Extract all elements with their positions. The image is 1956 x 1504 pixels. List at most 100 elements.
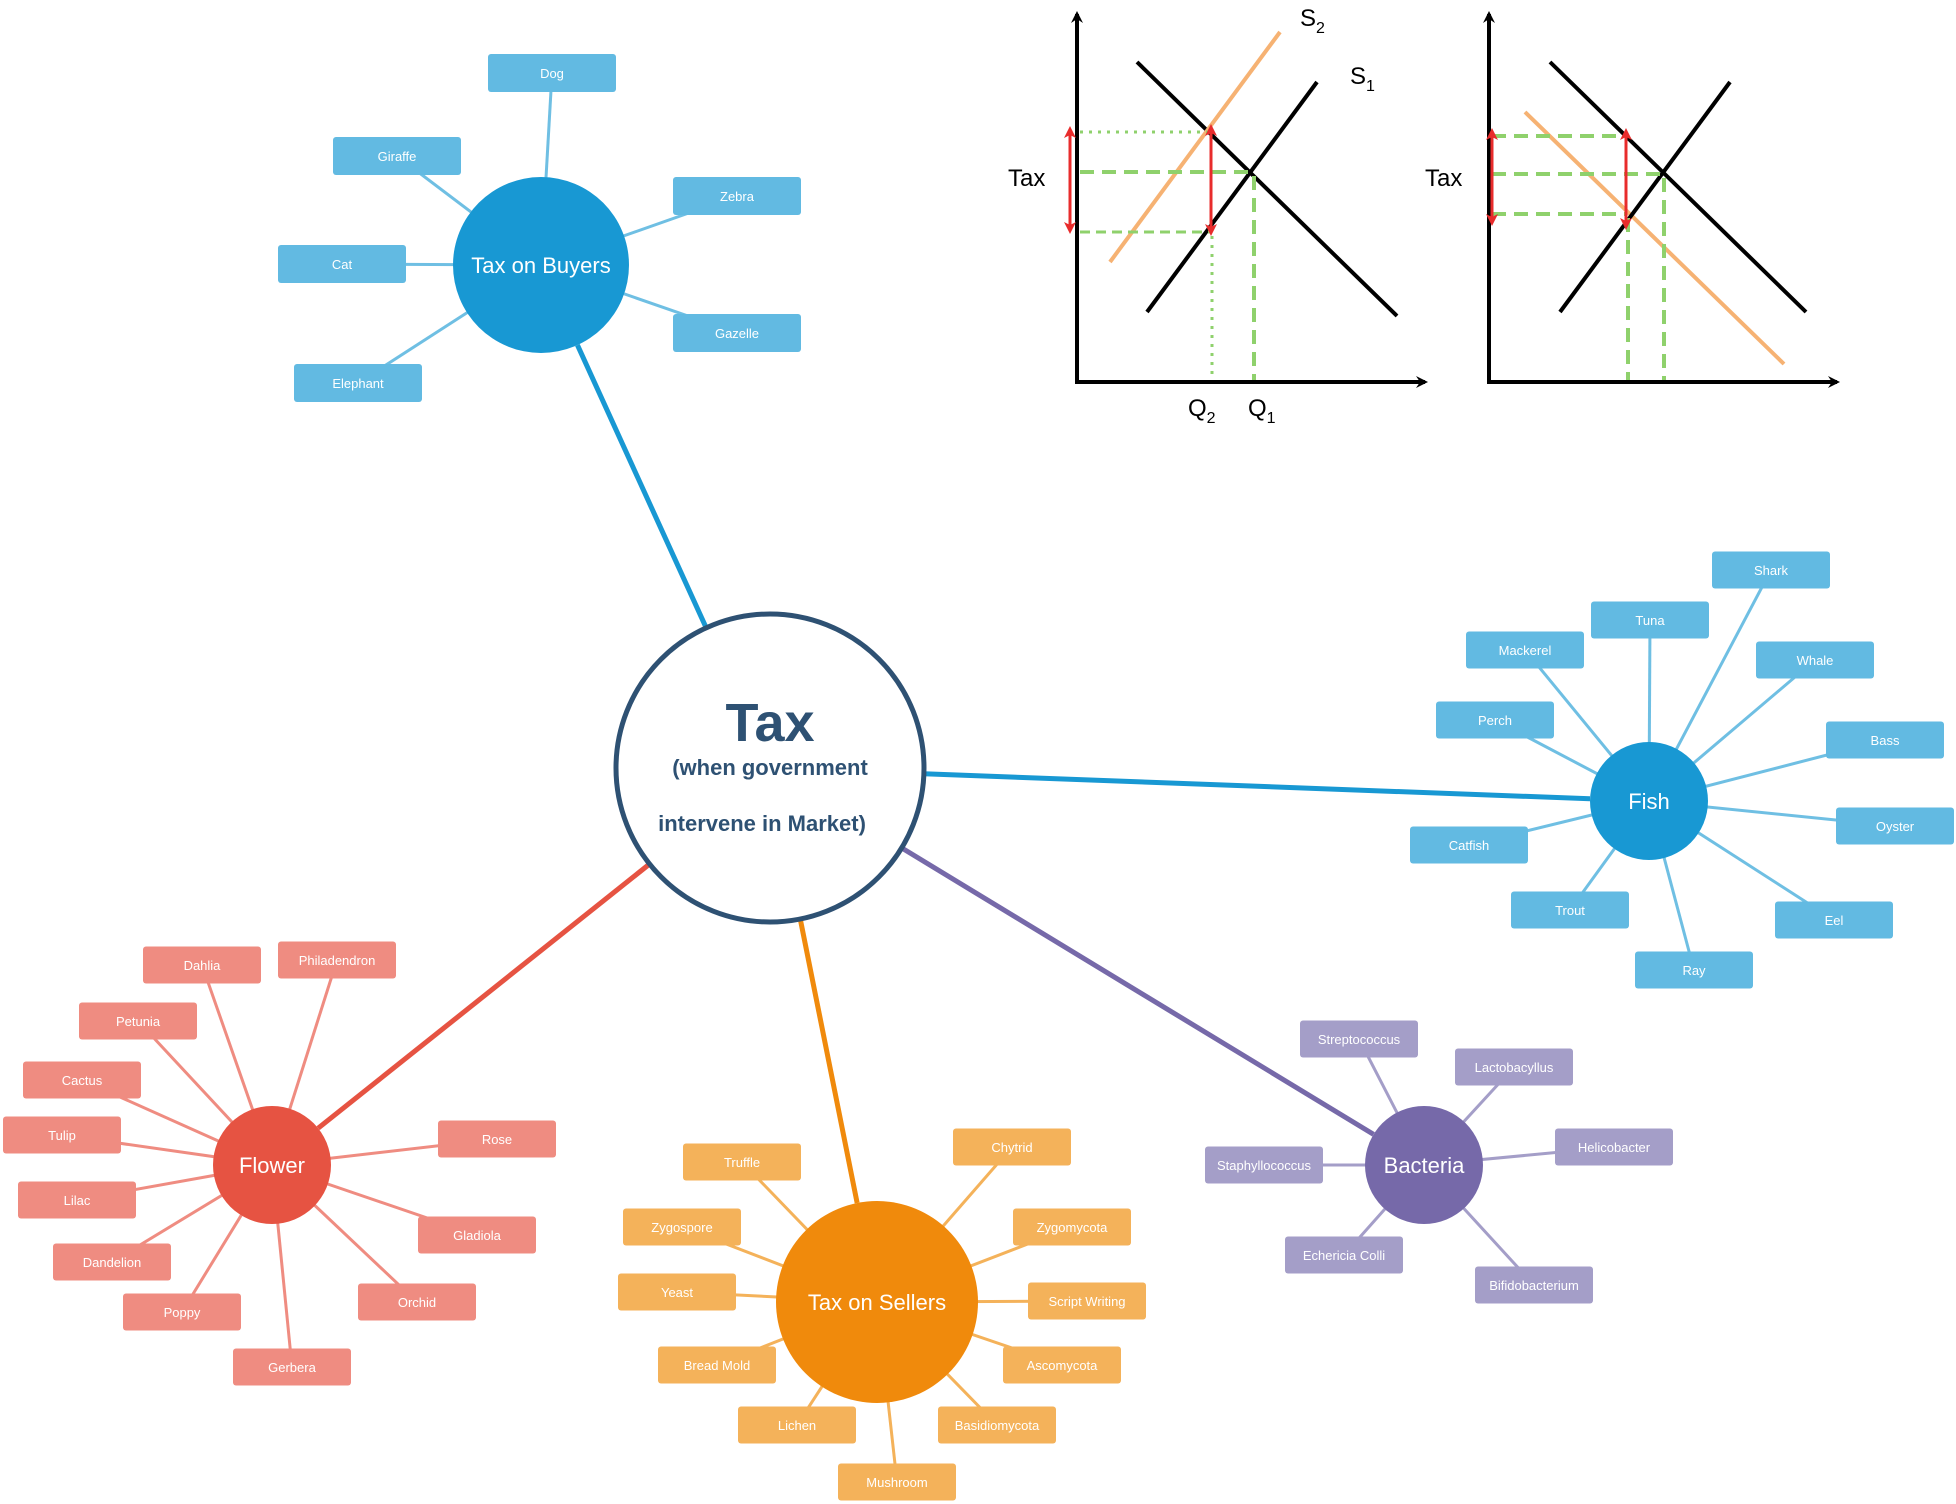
leaf-label: Dandelion [83, 1255, 142, 1270]
buyers-leaf-node[interactable]: Gazelle [673, 314, 801, 352]
leaf-label: Gazelle [715, 326, 759, 341]
hub-node-fish[interactable]: Fish [1590, 742, 1708, 860]
hub-label: Flower [239, 1153, 305, 1178]
leaf-box [1775, 901, 1893, 939]
fish-leaf-node[interactable]: Mackerel [1466, 631, 1584, 669]
sellers-leaf-node[interactable]: Chytrid [953, 1128, 1071, 1166]
buyers-leaf-node[interactable]: Zebra [673, 177, 801, 215]
flower-leaf-node[interactable]: Lilac [18, 1181, 136, 1219]
hub-circle [453, 177, 629, 353]
demand-curve-shifted [1523, 110, 1786, 366]
leaf-box [953, 1128, 1071, 1166]
flower-leaf-node[interactable]: Poppy [123, 1293, 241, 1331]
leaf-label: Lilac [64, 1193, 91, 1208]
center-title: Tax [725, 693, 814, 753]
sellers-leaf-node[interactable]: Lichen [738, 1406, 856, 1444]
buyers-leaf-node[interactable]: Elephant [294, 364, 422, 402]
leaf-label: Chytrid [991, 1140, 1032, 1155]
flower-leaf-node[interactable]: Rose [438, 1120, 556, 1158]
leaf-label: Perch [1478, 713, 1512, 728]
leaf-label: Tuna [1635, 613, 1665, 628]
tax-label: Tax [1008, 165, 1045, 192]
flower-leaf-node[interactable]: Dandelion [53, 1243, 171, 1281]
demand-curve [1548, 60, 1808, 314]
leaf-box [1455, 1048, 1573, 1086]
fish-leaf-node[interactable]: Perch [1436, 701, 1554, 739]
leaf-box [1511, 891, 1629, 929]
leaf-box [1028, 1282, 1146, 1320]
hub-label: Bacteria [1384, 1153, 1465, 1178]
fish-leaf-node[interactable]: Catfish [1410, 826, 1528, 864]
hub-node-bacteria[interactable]: Bacteria [1365, 1106, 1483, 1224]
leaf-label: Gerbera [268, 1360, 316, 1375]
sellers-leaf-node[interactable]: Zygospore [623, 1208, 741, 1246]
leaf-label: Bifidobacterium [1489, 1278, 1579, 1293]
bacteria-leaf-node[interactable]: Echericia Colli [1285, 1236, 1403, 1274]
leaf-label: Bread Mold [684, 1358, 750, 1373]
leaf-box [1003, 1346, 1121, 1384]
leaf-box [358, 1283, 476, 1321]
leaf-box [658, 1346, 776, 1384]
bacteria-leaf-node[interactable]: Bifidobacterium [1475, 1266, 1593, 1304]
bacteria-leaf-node[interactable]: Staphyllococcus [1205, 1146, 1323, 1184]
hub-node-flower[interactable]: Flower [213, 1106, 331, 1224]
flower-leaf-node[interactable]: Tulip [3, 1116, 121, 1154]
leaf-box [123, 1293, 241, 1331]
fish-leaf-node[interactable]: Eel [1775, 901, 1893, 939]
fish-leaf-node[interactable]: Whale [1756, 641, 1874, 679]
sellers-leaf-node[interactable]: Truffle [683, 1143, 801, 1181]
leaf-label: Giraffe [378, 149, 417, 164]
sellers-leaf-node[interactable]: Zygomycota [1013, 1208, 1131, 1246]
leaf-label: Zygospore [651, 1220, 712, 1235]
fish-leaf-node[interactable]: Trout [1511, 891, 1629, 929]
sellers-leaf-node[interactable]: Script Writing [1028, 1282, 1146, 1320]
bacteria-leaf-node[interactable]: Lactobacyllus [1455, 1048, 1573, 1086]
fish-leaf-node[interactable]: Tuna [1591, 601, 1709, 639]
flower-leaf-node[interactable]: Dahlia [143, 946, 261, 984]
center-node[interactable]: Tax (when government intervene in Market… [613, 611, 927, 925]
q2-label: Q2 [1188, 395, 1216, 427]
buyers-leaf-node[interactable]: Giraffe [333, 137, 461, 175]
leaf-label: Truffle [724, 1155, 760, 1170]
leaf-box [1555, 1128, 1673, 1166]
bacteria-leaf-node[interactable]: Streptococcus [1300, 1020, 1418, 1058]
leaf-label: Dahlia [184, 958, 222, 973]
fish-leaf-node[interactable]: Oyster [1836, 807, 1954, 845]
flower-leaf-node[interactable]: Petunia [79, 1002, 197, 1040]
leaf-box [673, 177, 801, 215]
fish-leaf-node[interactable]: Shark [1712, 551, 1830, 589]
sellers-leaf-node[interactable]: Yeast [618, 1273, 736, 1311]
link-center-sellers [797, 918, 860, 1204]
leaf-label: Script Writing [1048, 1294, 1125, 1309]
leaf-label: Ascomycota [1027, 1358, 1099, 1373]
hub-node-buyers[interactable]: Tax on Buyers [453, 177, 629, 353]
flower-leaf-node[interactable]: Gladiola [418, 1216, 536, 1254]
flower-leaf-node[interactable]: Orchid [358, 1283, 476, 1321]
flower-leaf-node[interactable]: Cactus [23, 1061, 141, 1099]
leaf-box [1591, 601, 1709, 639]
sellers-leaf-node[interactable]: Mushroom [838, 1463, 956, 1501]
flower-leaf-node[interactable]: Philadendron [278, 941, 396, 979]
leaf-box [333, 137, 461, 175]
hub-node-sellers[interactable]: Tax on Sellers [776, 1201, 978, 1403]
fish-leaf-node[interactable]: Bass [1826, 721, 1944, 759]
leaf-box [1300, 1020, 1418, 1058]
sellers-leaf-node[interactable]: Bread Mold [658, 1346, 776, 1384]
leaf-box [1836, 807, 1954, 845]
sellers-leaf-node[interactable]: Ascomycota [1003, 1346, 1121, 1384]
bacteria-leaf-node[interactable]: Helicobacter [1555, 1128, 1673, 1166]
sellers-leaf-node[interactable]: Basidiomycota [938, 1406, 1056, 1444]
buyers-leaf-node[interactable]: Cat [278, 245, 406, 283]
leaf-box [1466, 631, 1584, 669]
tax-graph-left: Tax S2 S1 Q2 Q1 [1008, 5, 1428, 427]
buyers-leaf-node[interactable]: Dog [488, 54, 616, 92]
leaf-box [1475, 1266, 1593, 1304]
leaf-label: Staphyllococcus [1217, 1158, 1311, 1173]
flower-leaf-node[interactable]: Gerbera [233, 1348, 351, 1386]
leaf-box [1826, 721, 1944, 759]
supply-curve [1558, 80, 1732, 314]
leaf-box [838, 1463, 956, 1501]
fish-leaf-node[interactable]: Ray [1635, 951, 1753, 989]
leaf-label: Mackerel [1499, 643, 1552, 658]
